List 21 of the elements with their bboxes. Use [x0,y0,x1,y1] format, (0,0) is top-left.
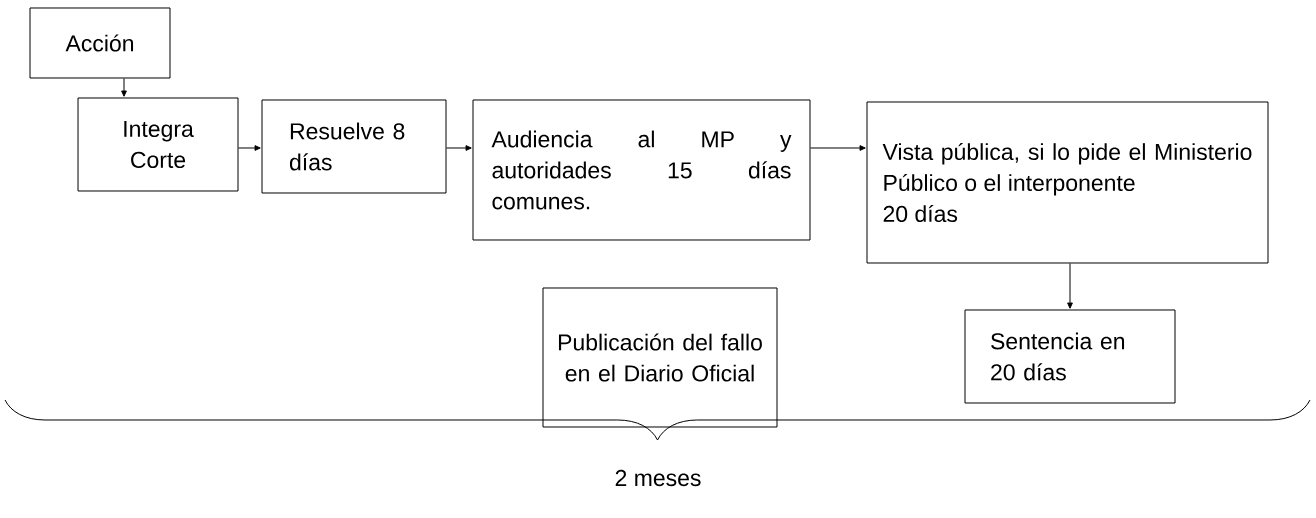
arrow [810,145,866,151]
arrow [446,145,472,151]
node-label: Resuelve 8 días [289,122,405,171]
node-label: 20 días [883,204,958,223]
node-label: Integra Corte [124,120,194,169]
process-box [261,99,447,194]
process-box [77,97,239,192]
node-label: Audiencia al MP y autoridades 15 días comunes. [491,130,792,210]
arrow [1067,263,1073,309]
process-box [542,287,778,428]
node-label: Sentencia en 20 días [991,332,1125,381]
arrow [121,78,127,97]
process-box [866,101,1269,264]
node-label: Acción [65,34,134,52]
process-box [472,99,811,241]
arrow [238,145,261,151]
node-label: Publicación del fallo en el Diario Oficial [558,333,762,382]
duration-label: 2 meses [615,469,701,487]
node-label: Vista pública, si lo pide el Ministerio Público o el interponente [882,142,1252,196]
process-box [964,309,1176,404]
process-box [29,7,171,79]
